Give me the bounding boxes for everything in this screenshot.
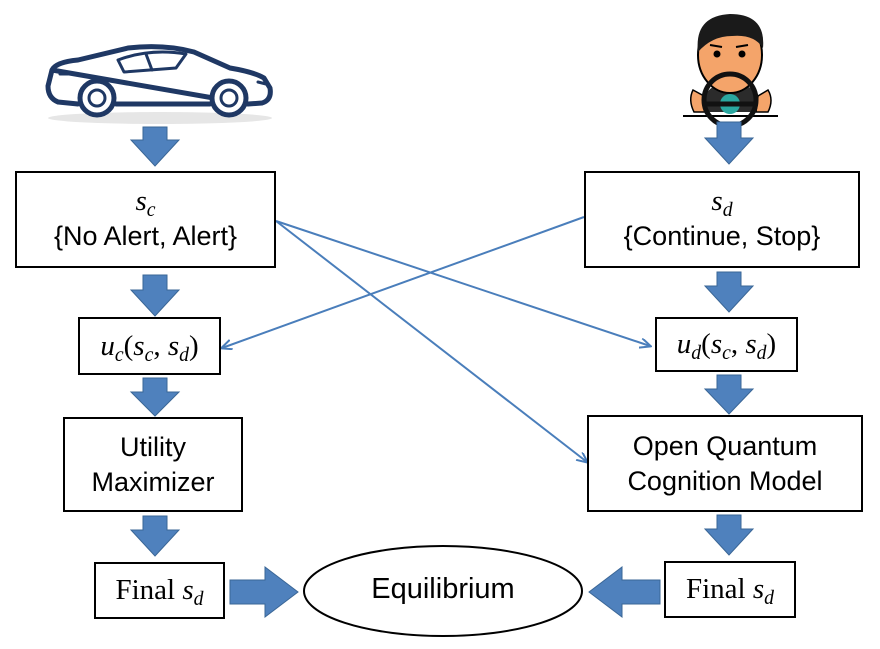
state-driver-box: sd {Continue, Stop} <box>584 171 860 268</box>
arrow-maximizer-to-final <box>129 515 181 557</box>
equilibrium-label: Equilibrium <box>371 573 515 605</box>
block-arrows-down <box>129 121 755 557</box>
utility-car-box: uc(sc, sd) <box>78 317 221 375</box>
arrow-sc-to-uc <box>129 274 181 317</box>
utility-driver-box: ud(sc, sd) <box>655 317 798 372</box>
utility-maximizer-line2: Maximizer <box>91 466 215 497</box>
arrow-quantum-to-final <box>703 514 755 556</box>
quantum-model-box: Open Quantum Cognition Model <box>587 415 863 512</box>
arrow-sd-to-ud <box>703 271 755 313</box>
state-driver-options: {Continue, Stop} <box>623 220 821 251</box>
arrow-ud-to-quantum <box>703 374 755 415</box>
arrow-car-to-sc <box>129 126 181 167</box>
final-right-label: Final sd <box>685 573 775 609</box>
arrow-uc-to-maximizer <box>129 377 181 417</box>
state-car-variable: sc <box>135 184 156 221</box>
connector-sd-to-uc <box>222 216 585 348</box>
arrow-driver-to-sd <box>703 121 755 165</box>
final-right-box: Final sd <box>664 561 796 618</box>
block-arrows-horizontal <box>229 565 661 619</box>
utility-maximizer-line1: Utility <box>120 431 186 462</box>
state-car-box: sc {No Alert, Alert} <box>15 171 276 268</box>
arrow-final-left-to-equilibrium <box>229 565 299 619</box>
driver-icon <box>683 14 778 129</box>
car-icon <box>45 44 273 124</box>
quantum-model-line2: Cognition Model <box>627 465 823 496</box>
state-driver-variable: sd <box>711 184 733 221</box>
final-left-label: Final sd <box>115 574 204 610</box>
connector-lines <box>222 216 650 462</box>
connector-sc-to-quantum <box>275 220 587 462</box>
utility-driver-function: ud(sc, sd) <box>676 328 777 364</box>
state-car-options: {No Alert, Alert} <box>53 220 238 251</box>
connector-sc-to-ud <box>275 220 650 346</box>
final-left-box: Final sd <box>94 562 225 619</box>
quantum-model-line1: Open Quantum <box>632 430 818 461</box>
equilibrium-ellipse <box>303 545 583 637</box>
utility-maximizer-box: Utility Maximizer <box>63 417 243 512</box>
arrow-final-right-to-equilibrium <box>588 565 661 619</box>
utility-car-function: uc(sc, sd) <box>100 329 199 366</box>
